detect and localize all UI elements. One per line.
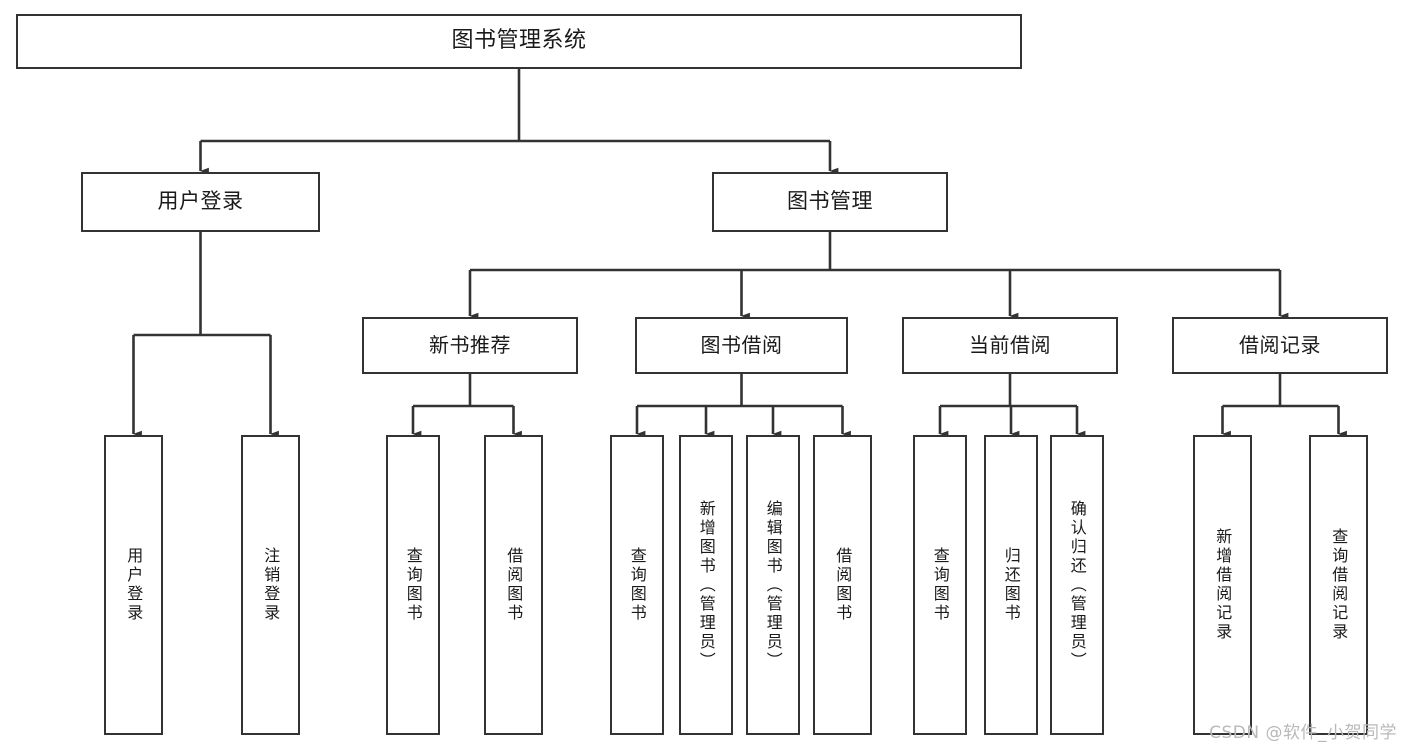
node-label: 用户登录 <box>157 189 244 214</box>
node-label: 借阅图书 <box>504 547 524 623</box>
node-label: 归还图书 <box>1001 547 1021 623</box>
node-label: 新增图书（管理员） <box>696 499 716 671</box>
node-leaf-query-book-1[interactable]: 查询图书 <box>386 435 440 735</box>
node-new-book-rec[interactable]: 新书推荐 <box>362 317 578 374</box>
node-label: 借阅记录 <box>1239 333 1321 358</box>
node-label: 新增借阅记录 <box>1213 528 1233 642</box>
node-leaf-user-login[interactable]: 用户登录 <box>104 435 163 735</box>
node-current-borrow[interactable]: 当前借阅 <box>902 317 1118 374</box>
node-leaf-add-book[interactable]: 新增图书（管理员） <box>679 435 733 735</box>
node-label: 借阅图书 <box>833 547 853 623</box>
node-label: 当前借阅 <box>969 333 1051 358</box>
node-label: 图书管理 <box>787 189 873 214</box>
node-label: 编辑图书（管理员） <box>763 499 783 671</box>
node-leaf-add-record[interactable]: 新增借阅记录 <box>1193 435 1252 735</box>
node-borrow-record[interactable]: 借阅记录 <box>1172 317 1388 374</box>
watermark-label: CSDN @软件_小贺同学 <box>1209 723 1397 743</box>
node-leaf-user-logout[interactable]: 注销登录 <box>241 435 300 735</box>
node-user-login[interactable]: 用户登录 <box>81 172 320 232</box>
node-label: 图书借阅 <box>700 333 783 358</box>
node-label: 图书管理系统 <box>451 28 587 54</box>
node-leaf-query-book-2[interactable]: 查询图书 <box>610 435 664 735</box>
node-label: 查询借阅记录 <box>1329 528 1349 642</box>
node-leaf-confirm-return[interactable]: 确认归还（管理员） <box>1050 435 1104 735</box>
node-book-manage[interactable]: 图书管理 <box>712 172 948 232</box>
node-leaf-query-book-3[interactable]: 查询图书 <box>913 435 967 735</box>
node-leaf-borrow-book-2[interactable]: 借阅图书 <box>813 435 872 735</box>
node-label: 确认归还（管理员） <box>1067 499 1087 671</box>
node-label: 查询图书 <box>627 547 647 623</box>
node-label: 用户登录 <box>124 547 144 623</box>
node-root[interactable]: 图书管理系统 <box>16 14 1022 69</box>
node-leaf-edit-book[interactable]: 编辑图书（管理员） <box>746 435 800 735</box>
node-leaf-borrow-book-1[interactable]: 借阅图书 <box>484 435 543 735</box>
node-label: 新书推荐 <box>429 333 511 358</box>
node-label: 查询图书 <box>930 547 950 623</box>
node-label: 注销登录 <box>261 547 281 623</box>
node-leaf-return-book[interactable]: 归还图书 <box>984 435 1038 735</box>
node-book-borrow[interactable]: 图书借阅 <box>635 317 848 374</box>
node-leaf-query-record[interactable]: 查询借阅记录 <box>1309 435 1368 735</box>
node-label: 查询图书 <box>403 547 423 623</box>
